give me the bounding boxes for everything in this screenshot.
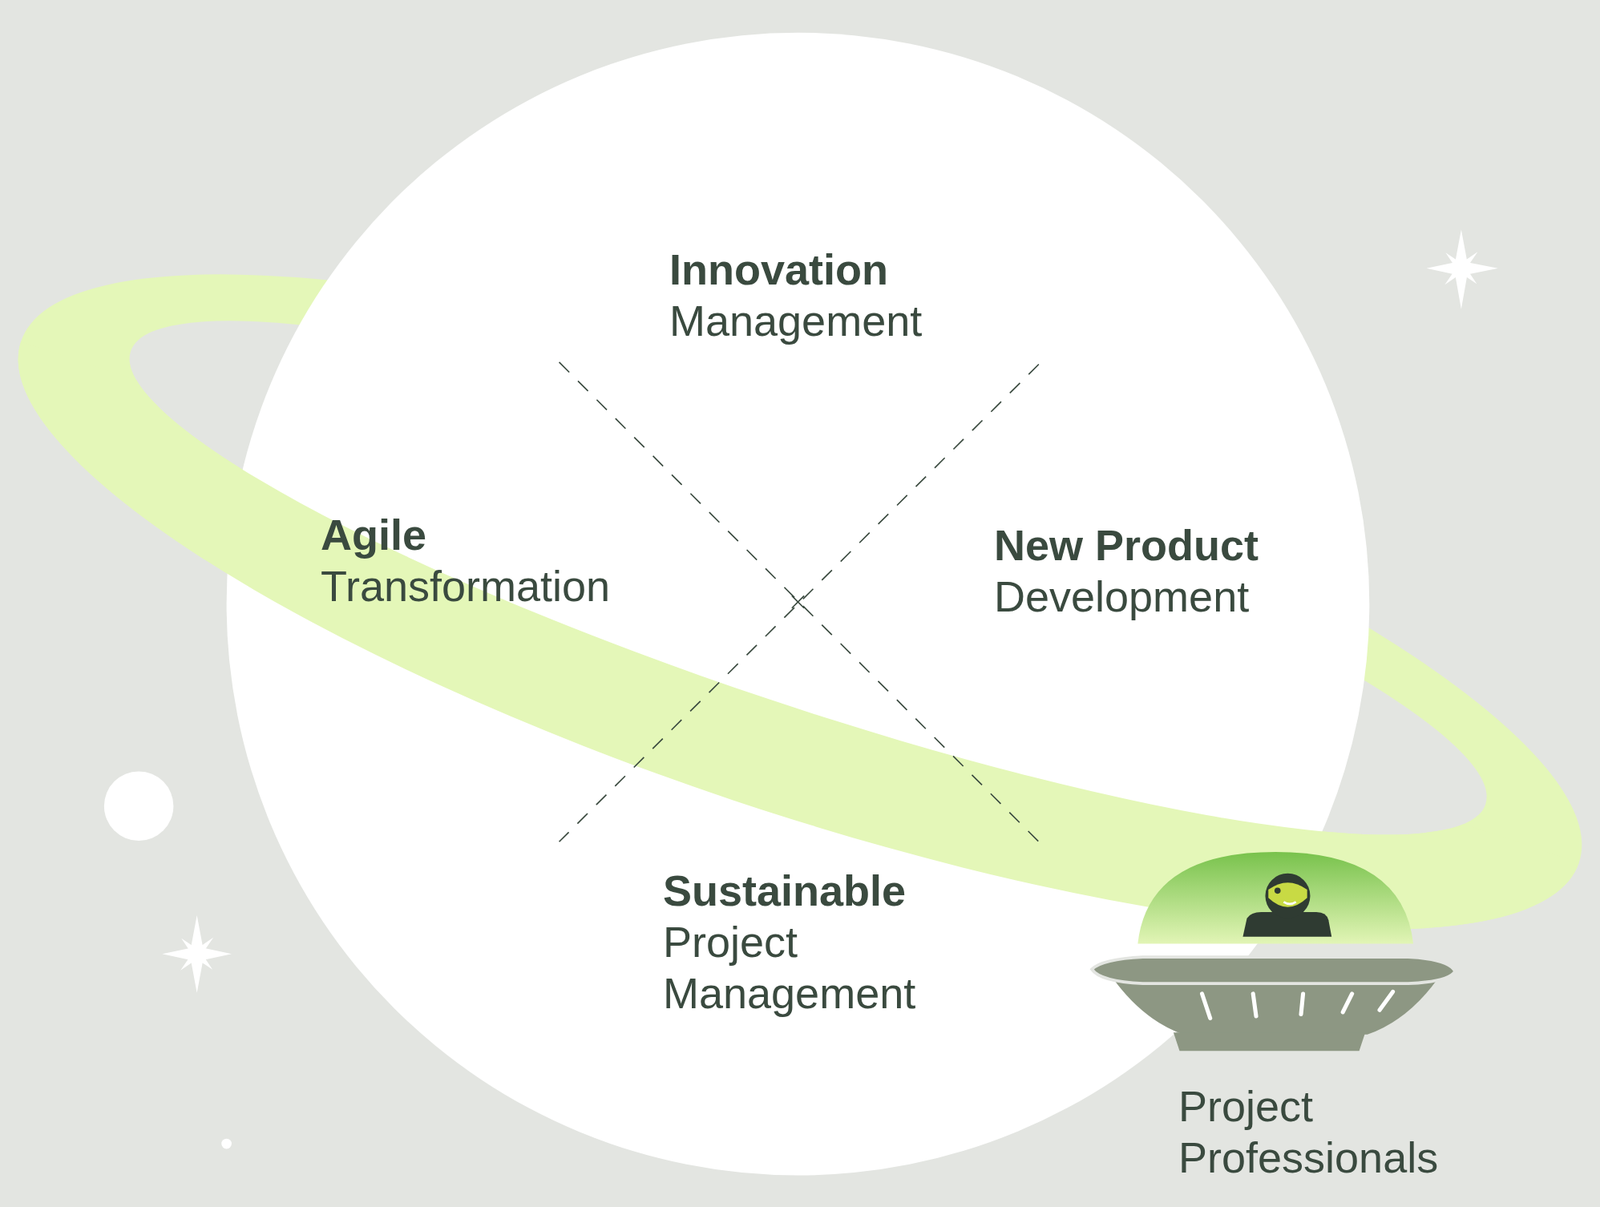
center-mark [791,595,805,608]
quadrant-heading: Agile [320,509,427,561]
moon [104,771,174,841]
dot [221,1139,232,1150]
dashed-divider [559,362,1039,842]
quadrant-text: Transformation [320,560,611,612]
sparkle-star [161,915,232,994]
quadrant-text: Project Management [662,916,916,1019]
dashed-divider [559,363,1039,842]
ufo [1091,852,1455,1051]
planet-ring-front [0,218,1600,1062]
sparkle-star [1426,229,1499,309]
quadrant-text: Project Professionals [1178,1080,1439,1184]
quadrant-heading: Sustainable [662,864,906,917]
quadrant-text: Development [993,570,1249,623]
center-mark [791,595,805,608]
quadrant-heading: Innovation [669,243,889,295]
quadrant-heading: New Product [993,519,1259,571]
quadrant-text: Management [669,294,922,347]
